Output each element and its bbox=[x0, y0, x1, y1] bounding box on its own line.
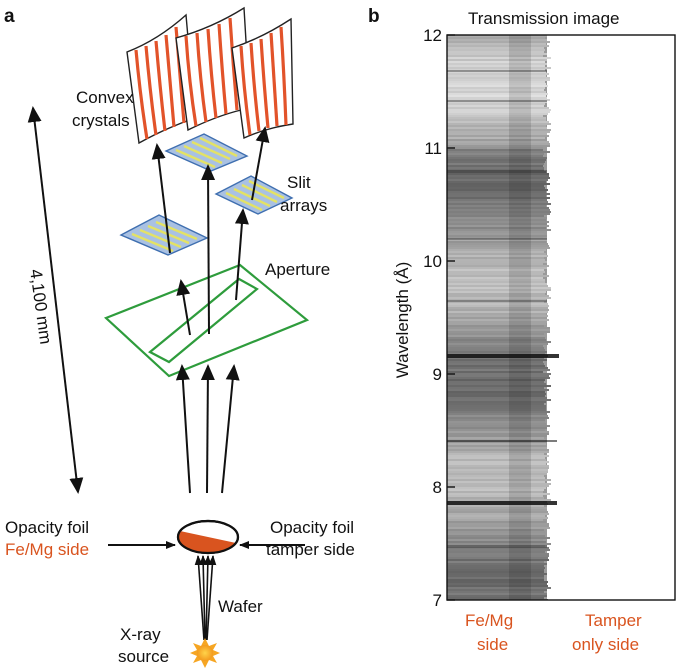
slit-array-top bbox=[164, 133, 249, 172]
image-frame bbox=[446, 34, 676, 601]
slit-arrays bbox=[119, 133, 294, 256]
y-axis-label: Wavelength (Å) bbox=[393, 262, 412, 379]
source-rays bbox=[194, 555, 217, 641]
y-tick-label: 9 bbox=[433, 365, 442, 384]
crystal-3 bbox=[231, 17, 294, 140]
y-tick-label: 10 bbox=[423, 252, 442, 271]
fe-mg-side-label-line2: side bbox=[477, 635, 508, 654]
y-tick-label: 11 bbox=[424, 139, 442, 158]
foil-right-label-line2: tamper side bbox=[266, 540, 355, 559]
opacity-foil bbox=[176, 519, 240, 555]
foil-left-label-line1: Opacity foil bbox=[5, 518, 89, 537]
y-axis bbox=[447, 34, 455, 601]
x-ray-source-icon bbox=[190, 638, 220, 668]
crystals-label-line1: Convex bbox=[76, 88, 134, 107]
tamper-side-label-line1: Tamper bbox=[585, 611, 642, 630]
y-tick-labels: 12 11 10 9 8 7 bbox=[423, 26, 442, 610]
distance-arrow bbox=[27, 106, 84, 494]
y-tick-label: 8 bbox=[433, 478, 442, 497]
crystal-2 bbox=[175, 6, 251, 132]
aperture-label: Aperture bbox=[265, 260, 330, 279]
panel-b-title: Transmission image bbox=[468, 9, 619, 28]
panel-b: b Transmission image 12 11 10 9 8 7 Wave… bbox=[368, 6, 676, 654]
slit-label-line2: arrays bbox=[280, 196, 327, 215]
beam-arrows bbox=[151, 126, 270, 494]
source-label-line2: source bbox=[118, 647, 169, 666]
panel-a: a bbox=[4, 6, 355, 668]
fe-mg-side-label-line1: Fe/Mg bbox=[465, 611, 513, 630]
slit-label-line1: Slit bbox=[287, 173, 311, 192]
crystals-label-line2: crystals bbox=[72, 111, 130, 130]
wafer-label: Wafer bbox=[218, 597, 263, 616]
slit-array-left bbox=[119, 214, 209, 256]
source-label-line1: X-ray bbox=[120, 625, 161, 644]
foil-right-label-line1: Opacity foil bbox=[270, 518, 354, 537]
tamper-side-label-line2: only side bbox=[572, 635, 639, 654]
aperture bbox=[103, 263, 310, 378]
panel-b-label: b bbox=[368, 6, 380, 27]
y-tick-label: 7 bbox=[433, 591, 442, 610]
panel-a-label: a bbox=[4, 6, 15, 27]
convex-crystals bbox=[126, 6, 294, 145]
transmission-image bbox=[447, 35, 559, 600]
distance-label: 4,100 mm bbox=[26, 268, 55, 346]
foil-left-label-line2: Fe/Mg side bbox=[5, 540, 89, 559]
y-tick-label: 12 bbox=[423, 26, 442, 45]
